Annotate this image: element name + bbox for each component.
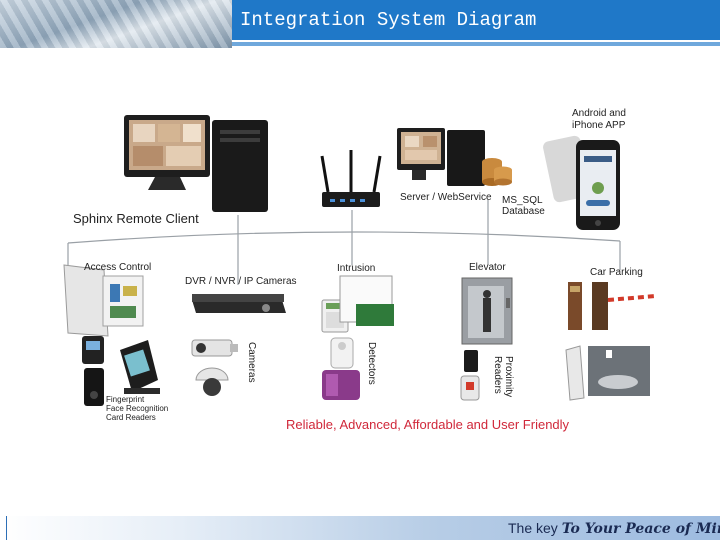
database-label: MS_SQL Database bbox=[502, 195, 545, 217]
server-label: Server / WebService bbox=[400, 192, 492, 203]
mobile-app-label: Android and iPhone APP bbox=[572, 108, 626, 131]
database-icon bbox=[482, 158, 512, 186]
footer-slogan-prefix: The key bbox=[508, 520, 562, 536]
dvr-recorder-icon bbox=[192, 294, 286, 313]
access-control-label: Access Control bbox=[84, 262, 152, 273]
remote-client-label: Sphinx Remote Client bbox=[73, 211, 199, 226]
client-workstation-icon bbox=[124, 115, 268, 212]
parking-reader-icon bbox=[565, 345, 650, 401]
elevator-label: Elevator bbox=[469, 262, 506, 273]
face-recognition-terminal-icon bbox=[120, 340, 160, 394]
bullet-camera-icon bbox=[191, 339, 238, 357]
intrusion-panel-icon bbox=[321, 275, 394, 333]
router-icon bbox=[320, 150, 382, 207]
elevator-icon bbox=[461, 277, 513, 345]
dvr-label: DVR / NVR / IP Cameras bbox=[185, 276, 297, 287]
intrusion-label: Intrusion bbox=[337, 263, 376, 274]
footer-slogan: The key To Your Peace of Mind... bbox=[508, 520, 720, 537]
connection-arc bbox=[67, 231, 621, 244]
readers-label: Fingerprint Face Recognition Card Reader… bbox=[106, 395, 169, 422]
header-underline bbox=[232, 42, 720, 46]
cameras-label: Cameras bbox=[246, 342, 257, 383]
smartphone-icon bbox=[543, 135, 620, 230]
dome-camera-icon bbox=[195, 367, 229, 396]
header-bar bbox=[232, 0, 720, 40]
page-title: Integration System Diagram bbox=[240, 9, 537, 31]
car-parking-label: Car Parking bbox=[590, 267, 643, 278]
card-reader-icon bbox=[82, 336, 104, 406]
access-control-panel-icon bbox=[63, 264, 144, 337]
proximity-reader-icon bbox=[460, 350, 480, 401]
footer-bar bbox=[0, 516, 720, 540]
proximity-readers-label: Proximity Readers bbox=[492, 356, 514, 398]
header-photo bbox=[0, 0, 232, 48]
detectors-label: Detectors bbox=[366, 342, 377, 385]
parking-barrier-icon bbox=[568, 282, 657, 330]
footer-divider bbox=[6, 516, 7, 540]
motion-detector-icon bbox=[322, 337, 360, 400]
server-icon bbox=[397, 128, 485, 186]
footer-slogan-italic: To Your Peace of Mind... bbox=[561, 521, 720, 537]
tagline: Reliable, Advanced, Affordable and User … bbox=[286, 417, 570, 432]
